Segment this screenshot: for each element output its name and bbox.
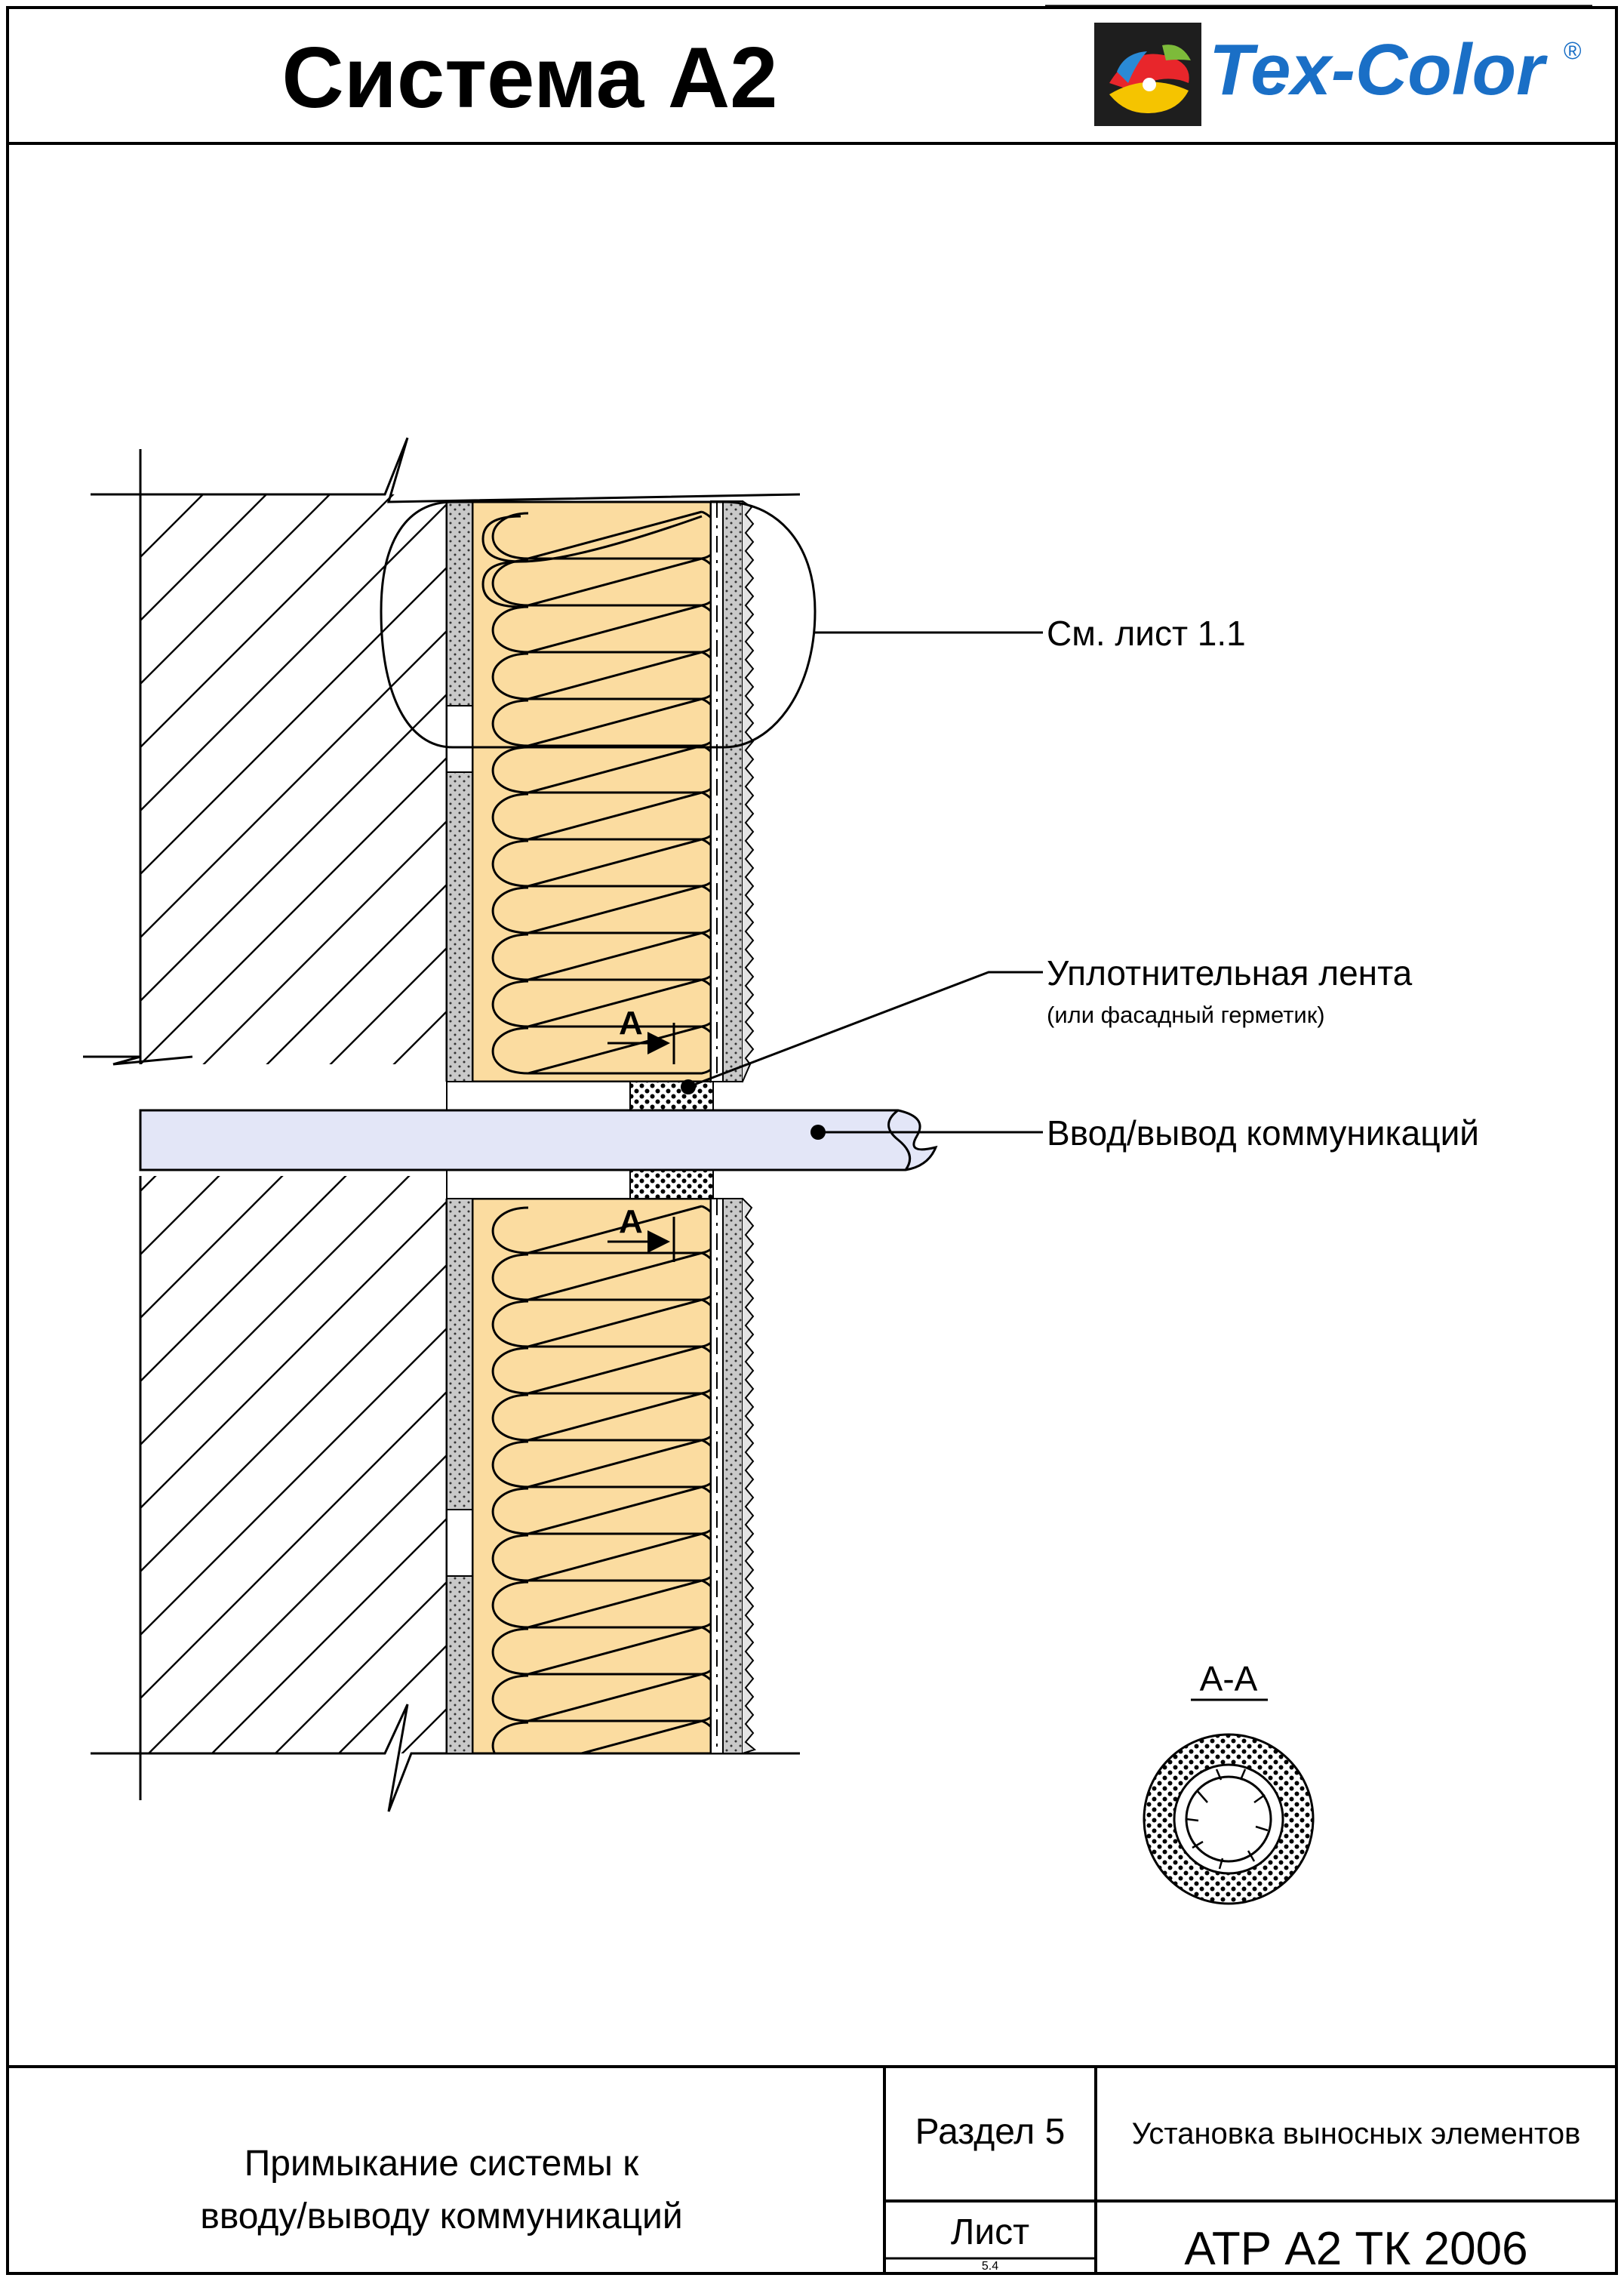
sheet-label: Лист: [951, 2212, 1029, 2252]
render-layers: [710, 500, 757, 1754]
cut-mark-upper-letter: А: [619, 1005, 643, 1042]
sheet-title: Система А2: [281, 30, 777, 126]
sealant-lower: [629, 1169, 714, 1199]
document-code: АТР А2 ТК 2006: [1184, 2223, 1527, 2275]
utility-label: Ввод/вывод коммуникаций: [1047, 1113, 1479, 1153]
detail-bubble: [380, 500, 817, 749]
sealant-upper: [629, 1081, 714, 1111]
brand-logo: Tex-Color ®: [1094, 23, 1582, 126]
cut-mark-upper: А: [607, 1005, 675, 1064]
adhesive-gap: [446, 705, 473, 773]
section-number: Раздел 5: [915, 2112, 1066, 2152]
cut-mark-lower: А: [607, 1203, 675, 1262]
drawing-description-line2: вводу/выводу коммуникаций: [200, 2196, 682, 2236]
brand-name: Tex-Color: [1209, 29, 1548, 110]
decorative-finish-lower: [742, 1198, 757, 1754]
drawing-description-line1: Примыкание системы к: [245, 2144, 639, 2184]
left-break-line: [83, 1055, 193, 1066]
seal-tape-note: (или фасадный герметик): [1047, 1002, 1325, 1028]
see-sheet-label: См. лист 1.1: [1047, 614, 1246, 653]
adhesive-gap: [446, 1509, 473, 1577]
seal-tape-leader: [687, 971, 1043, 1088]
brand-registered-mark: ®: [1564, 37, 1582, 64]
section-aa: А-А: [1143, 1659, 1315, 1905]
cut-mark-lower-letter: А: [619, 1203, 643, 1240]
section-name: Установка выносных элементов: [1132, 2117, 1581, 2150]
seal-tape-label: Уплотнительная лента: [1047, 953, 1413, 993]
top-break-line: [91, 437, 801, 503]
sheet-number-cell: 5.4: [981, 2260, 999, 2273]
insulation-upper: [472, 501, 711, 1082]
decorative-finish-upper: [742, 500, 755, 1082]
utility-pipe: [139, 1109, 938, 1171]
sheet-border: [6, 6, 1618, 2275]
title-block: Примыкание системы к вводу/выводу коммун…: [8, 2065, 1616, 2275]
insulation-lower: [472, 1199, 711, 1753]
masonry-wall: [83, 437, 801, 1812]
section-aa-title: А-А: [1200, 1659, 1258, 1698]
